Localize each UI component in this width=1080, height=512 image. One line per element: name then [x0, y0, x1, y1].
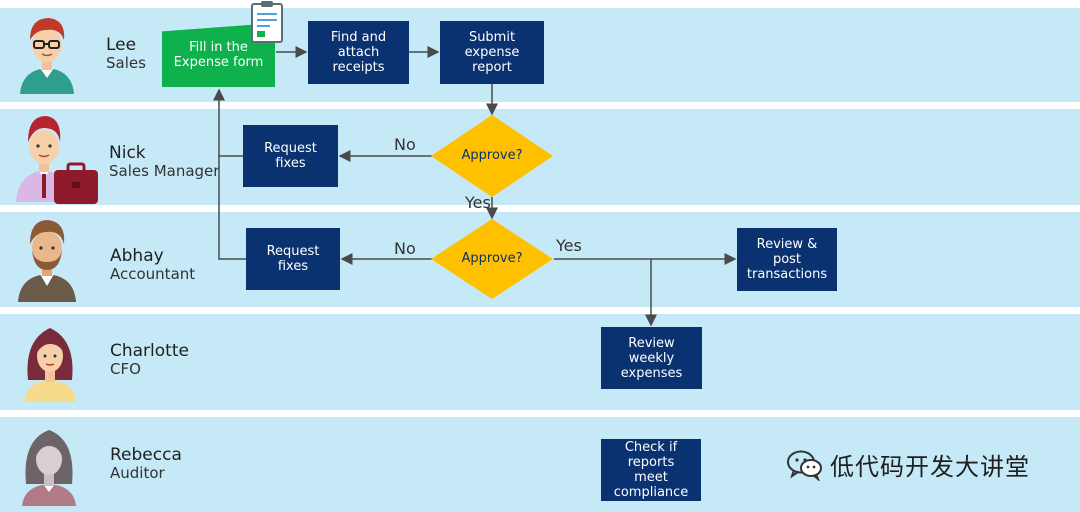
- nick-avatar: [16, 116, 98, 204]
- lane-role-lee: Sales: [106, 54, 146, 72]
- decision-label-manager: Approve?: [461, 148, 523, 163]
- wechat-icon: [787, 450, 822, 481]
- lane-role-rebecca: Auditor: [110, 464, 165, 482]
- form-icon: [251, 1, 283, 43]
- step-submit-expense-report[interactable]: Submit expense report: [440, 21, 544, 84]
- lee-avatar: [20, 18, 74, 94]
- abhay-avatar: [18, 220, 76, 302]
- watermark: 低代码开发大讲堂: [786, 447, 1030, 482]
- lane-name-lee: Lee: [106, 35, 137, 55]
- step-find-attach-receipts[interactable]: Find and attach receipts: [308, 21, 409, 84]
- step-request-fixes-accountant[interactable]: Request fixes: [246, 228, 340, 290]
- step-check-compliance[interactable]: Check if reports meet compliance: [601, 439, 701, 501]
- lane-name-rebecca: Rebecca: [110, 445, 182, 465]
- rebecca-avatar: [22, 430, 76, 506]
- decision-label-accountant: Approve?: [461, 251, 523, 266]
- step-request-fixes-manager[interactable]: Request fixes: [243, 125, 338, 187]
- step-review-post-transactions[interactable]: Review & post transactions: [737, 228, 837, 291]
- decision-approve-accountant: [431, 219, 553, 299]
- lane-role-charlotte: CFO: [110, 360, 141, 378]
- label-yes-accountant: Yes: [556, 236, 582, 255]
- lane-role-nick: Sales Manager: [109, 162, 220, 180]
- lane-name-nick: Nick: [109, 143, 146, 163]
- lane-name-abhay: Abhay: [110, 246, 164, 266]
- lane-name-charlotte: Charlotte: [110, 341, 189, 361]
- arrow-fixes-accountant-back: [218, 156, 246, 260]
- watermark-text: 低代码开发大讲堂: [830, 453, 1030, 481]
- lane-rebecca: [0, 417, 1080, 512]
- label-no-manager: No: [394, 135, 416, 154]
- lane-charlotte: [0, 314, 1080, 410]
- label-yes-manager: Yes: [465, 193, 491, 212]
- label-no-accountant: No: [394, 239, 416, 258]
- charlotte-avatar: [24, 328, 76, 402]
- decision-approve-manager: [431, 115, 553, 197]
- arrow-fixes-manager-back: [213, 88, 243, 157]
- lane-role-abhay: Accountant: [110, 265, 196, 283]
- step-review-weekly-expenses[interactable]: Review weekly expenses: [601, 327, 702, 389]
